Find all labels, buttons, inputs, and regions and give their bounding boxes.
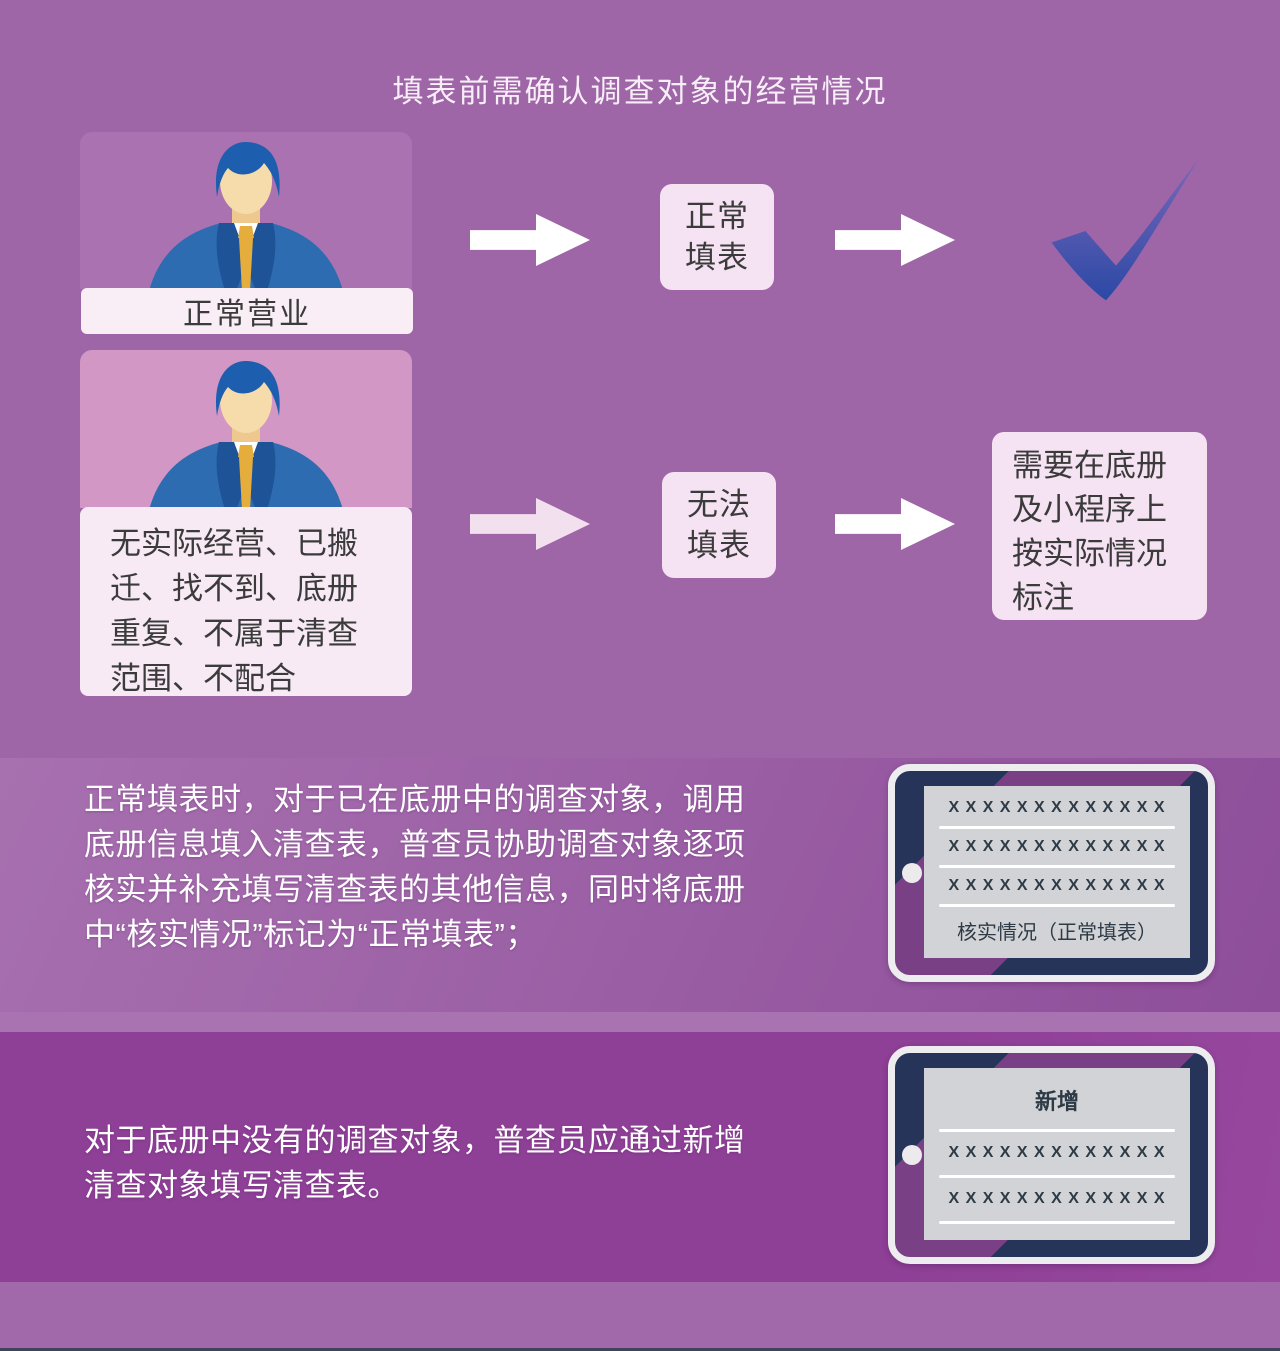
flow-arrow-icon — [470, 498, 590, 550]
add-form-title: 新增 — [1034, 1089, 1079, 1115]
annotation-result-box: 需要在底册 及小程序上 按实际情况 标注 — [992, 432, 1207, 620]
home-button-icon — [902, 1145, 922, 1165]
home-button-icon — [902, 863, 922, 883]
flow-arrow-icon — [835, 498, 955, 550]
section-divider-band — [0, 1012, 1280, 1032]
divider — [938, 1220, 1176, 1224]
businessman-avatar-icon — [149, 360, 343, 508]
add-form-panel: 新增 X X X X X X X X X X X X X X X X X X X… — [924, 1068, 1190, 1240]
form-row: X X X X X X X X X X X X X — [948, 799, 1166, 816]
footer-band — [0, 1282, 1280, 1351]
flow-arrow-icon — [470, 214, 590, 266]
divider — [938, 904, 1176, 907]
divider — [938, 865, 1176, 868]
form-row: X X X X X X X X X X X X X — [948, 1190, 1166, 1208]
tablet-icon: X X X X X X X X X X X X X X X X X X X X … — [888, 764, 1215, 982]
form-row: X X X X X X X X X X X X X — [948, 1144, 1166, 1162]
add-paragraph: 对于底册中没有的调查对象，普查员应通过新增 清查对象填写清查表。 — [84, 1123, 746, 1203]
bottom-edge-line — [0, 1348, 1280, 1351]
divider — [938, 1128, 1176, 1132]
flow-arrow-icon — [835, 214, 955, 266]
form-row: X X X X X X X X X X X X X — [948, 877, 1166, 894]
normal-business-photo-card — [80, 132, 412, 289]
abnormal-business-description: 无实际经营、已搬 迁、找不到、底册 重复、不属于清查 范围、不配合 — [80, 507, 412, 696]
normal-business-label: 正常营业 — [81, 288, 413, 334]
businessman-avatar-icon — [149, 141, 343, 289]
form-row: X X X X X X X X X X X X X — [948, 838, 1166, 855]
verify-status-caption: 核实情况（正常填表） — [957, 922, 1157, 944]
divider — [938, 826, 1176, 829]
verify-paragraph: 正常填表时，对于已在底册中的调查对象，调用 底册信息填入清查表，普查员协助调查对… — [84, 782, 746, 952]
normal-fill-step-box: 正常 填表 — [660, 184, 774, 290]
abnormal-business-photo-card — [80, 350, 412, 508]
checkmark-icon — [1051, 158, 1200, 301]
page-title: 填表前需确认调查对象的经营情况 — [392, 74, 888, 109]
tablet-icon: 新增 X X X X X X X X X X X X X X X X X X X… — [888, 1046, 1215, 1264]
divider — [938, 1174, 1176, 1178]
unable-fill-step-box: 无法 填表 — [662, 472, 776, 578]
verify-form-panel: X X X X X X X X X X X X X X X X X X X X … — [924, 786, 1190, 958]
